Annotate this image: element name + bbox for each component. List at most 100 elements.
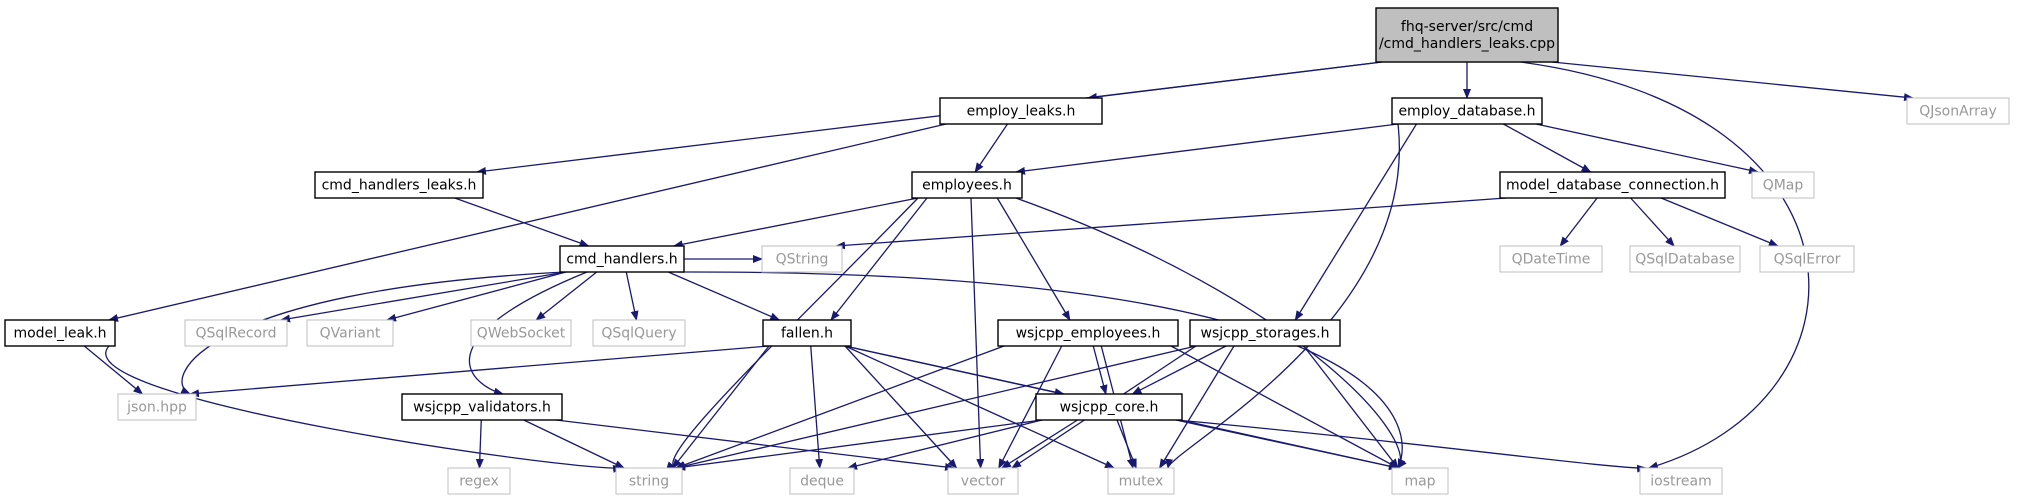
node-box bbox=[761, 245, 843, 273]
node-label: wsjcpp_validators.h bbox=[413, 400, 551, 416]
edge-model_database_connection-to-QString bbox=[835, 197, 1507, 250]
edge-wsjcpp_employees-to-vector bbox=[998, 345, 1063, 469]
edge-root-to-cmd_handlers_leaks bbox=[476, 61, 1383, 175]
node-iostream: iostream bbox=[1639, 467, 1723, 495]
edge-employ_leaks-to-employees bbox=[974, 123, 1009, 173]
node-box bbox=[314, 171, 484, 199]
node-fallen[interactable]: fallen.h bbox=[762, 319, 852, 347]
node-QVariant: QVariant bbox=[306, 319, 394, 347]
node-label: wsjcpp_storages.h bbox=[1201, 326, 1330, 342]
edge-wsjcpp_employees-to-wsjcpp_core bbox=[1092, 345, 1108, 395]
edge-model_database_connection-to-QSqlDatabase bbox=[1630, 197, 1675, 247]
edge-wsjcpp_core-to-deque bbox=[847, 419, 1043, 470]
node-box bbox=[615, 467, 683, 495]
node-QSqlDatabase: QSqlDatabase bbox=[1629, 245, 1741, 273]
node-cmd_handlers[interactable]: cmd_handlers.h bbox=[559, 245, 685, 273]
edge-employ_database-to-QMap bbox=[1535, 123, 1759, 175]
edge-fallen-to-string bbox=[672, 345, 770, 469]
node-wsjcpp_employees[interactable]: wsjcpp_employees.h bbox=[997, 319, 1179, 347]
edge-cmd_handlers-to-QVariant bbox=[386, 271, 567, 322]
edge-cmd_handlers-to-QWebSocket bbox=[535, 271, 598, 321]
node-label: string bbox=[629, 474, 669, 490]
edge-cmd_handlers-to-fallen bbox=[667, 271, 781, 321]
edge-wsjcpp_employees-to-string bbox=[675, 345, 1005, 469]
node-box bbox=[1751, 171, 1815, 199]
node-label: employees.h bbox=[922, 178, 1012, 194]
node-label: wsjcpp_employees.h bbox=[1016, 326, 1161, 342]
edge-wsjcpp_employees-to-map bbox=[1170, 345, 1399, 469]
node-QString: QString bbox=[761, 245, 843, 273]
node-label: employ_database.h bbox=[1398, 104, 1535, 120]
edge-fallen-to-mutex bbox=[844, 345, 1115, 469]
node-box bbox=[1035, 393, 1183, 421]
node-label: iostream bbox=[1650, 474, 1712, 490]
node-box bbox=[1639, 467, 1723, 495]
edge-wsjcpp_storages-to-wsjcpp_core bbox=[1131, 345, 1227, 395]
node-map: map bbox=[1391, 467, 1449, 495]
node-label: fhq-server/src/cmd bbox=[1401, 19, 1533, 35]
node-mutex: mutex bbox=[1107, 467, 1175, 495]
node-label: QDateTime bbox=[1512, 252, 1591, 268]
node-QSqlQuery: QSqlQuery bbox=[592, 319, 686, 347]
edge-cmd_handlers-to-map bbox=[677, 271, 1406, 469]
node-label: mutex bbox=[1119, 474, 1164, 490]
node-wsjcpp_validators[interactable]: wsjcpp_validators.h bbox=[401, 393, 563, 421]
node-employ_database[interactable]: employ_database.h bbox=[1391, 97, 1543, 125]
node-label: vector bbox=[961, 474, 1006, 490]
node-label: cmd_handlers_leaks.h bbox=[322, 178, 477, 194]
node-label: regex bbox=[459, 474, 499, 490]
node-box bbox=[789, 467, 855, 495]
node-box bbox=[1629, 245, 1741, 273]
node-box bbox=[1391, 97, 1543, 125]
node-QSqlError: QSqlError bbox=[1759, 245, 1855, 273]
edge-wsjcpp_validators-to-regex bbox=[475, 419, 484, 469]
node-label: QJsonArray bbox=[1919, 104, 1997, 120]
edge-model_database_connection-to-QSqlError bbox=[1660, 197, 1779, 247]
node-label: json.hpp bbox=[126, 400, 187, 416]
edge-employ_database-to-model_database_connection bbox=[1503, 123, 1592, 173]
node-label: model_database_connection.h bbox=[1506, 178, 1719, 194]
node-box bbox=[939, 97, 1103, 125]
edge-wsjcpp_core-to-map bbox=[1175, 419, 1399, 471]
node-box bbox=[470, 319, 572, 347]
node-box bbox=[947, 467, 1019, 495]
node-model_leak[interactable]: model_leak.h bbox=[4, 319, 116, 347]
edge-employees-to-wsjcpp_employees bbox=[996, 197, 1071, 321]
edge-model_leak-to-json bbox=[83, 345, 144, 395]
node-box bbox=[1906, 97, 2010, 125]
node-box bbox=[1375, 7, 1559, 63]
nodes: fhq-server/src/cmd/cmd_handlers_leaks.cp… bbox=[4, 7, 2010, 495]
edge-employ_database-to-employees bbox=[1015, 123, 1399, 175]
edge-employ_database-to-mutex bbox=[1165, 123, 1401, 469]
node-label: model_leak.h bbox=[13, 326, 106, 342]
node-label: QVariant bbox=[320, 326, 381, 342]
node-label: deque bbox=[800, 474, 844, 490]
edge-root-to-QJsonArray bbox=[1551, 61, 1914, 102]
node-QWebSocket: QWebSocket bbox=[470, 319, 572, 347]
node-label: QSqlDatabase bbox=[1635, 252, 1734, 268]
edge-model_leak-to-string bbox=[105, 345, 623, 473]
node-box bbox=[1759, 245, 1855, 273]
edge-wsjcpp_core-to-string bbox=[675, 419, 1043, 471]
node-employ_leaks[interactable]: employ_leaks.h bbox=[939, 97, 1103, 125]
node-label: /cmd_handlers_leaks.cpp bbox=[1379, 36, 1555, 52]
node-box bbox=[1391, 467, 1449, 495]
edge-fallen-to-vector bbox=[844, 345, 958, 469]
node-label: fallen.h bbox=[781, 326, 833, 342]
edge-wsjcpp_core-to-mutex bbox=[1116, 419, 1137, 469]
node-QMap: QMap bbox=[1751, 171, 1815, 199]
node-label: employ_leaks.h bbox=[967, 104, 1076, 120]
edge-wsjcpp_validators-to-vector bbox=[555, 419, 955, 471]
edge-wsjcpp_core-to-vector bbox=[1001, 419, 1078, 469]
node-employees[interactable]: employees.h bbox=[911, 171, 1023, 199]
edge-employees-to-map bbox=[1015, 197, 1407, 469]
node-root[interactable]: fhq-server/src/cmd/cmd_handlers_leaks.cp… bbox=[1375, 7, 1559, 63]
node-wsjcpp_core[interactable]: wsjcpp_core.h bbox=[1035, 393, 1183, 421]
node-label: QSqlError bbox=[1774, 252, 1841, 268]
node-model_database_connection[interactable]: model_database_connection.h bbox=[1499, 171, 1726, 199]
node-box bbox=[184, 319, 288, 347]
node-wsjcpp_storages[interactable]: wsjcpp_storages.h bbox=[1189, 319, 1341, 347]
node-cmd_handlers_leaks[interactable]: cmd_handlers_leaks.h bbox=[314, 171, 484, 199]
node-QDateTime: QDateTime bbox=[1499, 245, 1603, 273]
